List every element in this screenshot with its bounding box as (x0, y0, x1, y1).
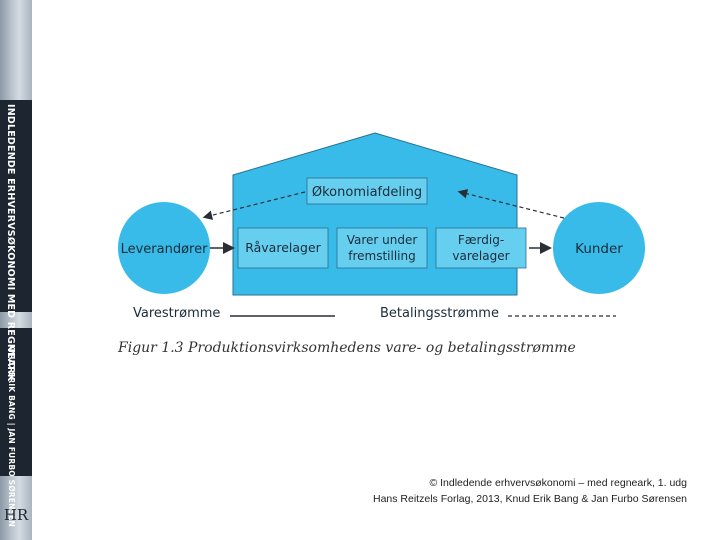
legend-payment-label: Betalingsstrømme (380, 306, 499, 321)
copyright-line-2: Hans Reitzels Forlag, 2013, Knud Erik Ba… (373, 491, 687, 507)
copyright-line-1: © Indledende erhvervsøkonomi – med regne… (373, 475, 687, 491)
faerdig-label-line2: varelager (452, 249, 509, 263)
figure-caption: Figur 1.3 Produktionsvirksomhedens vare-… (118, 340, 576, 356)
varer-label-line2: fremstilling (348, 249, 415, 263)
copyright-footer: © Indledende erhvervsøkonomi – med regne… (373, 475, 687, 507)
leverandorer-label: Leverandører (121, 242, 209, 257)
company-building (233, 133, 517, 295)
raavarelager-label: Råvarelager (245, 240, 321, 255)
legend-goods-label: Varestrømme (133, 306, 220, 321)
varer-label-line1: Varer under (347, 233, 418, 247)
kunder-label: Kunder (575, 241, 623, 257)
faerdig-label-line1: Færdig- (458, 233, 504, 247)
okonomi-label: Økonomiafdeling (312, 185, 422, 200)
